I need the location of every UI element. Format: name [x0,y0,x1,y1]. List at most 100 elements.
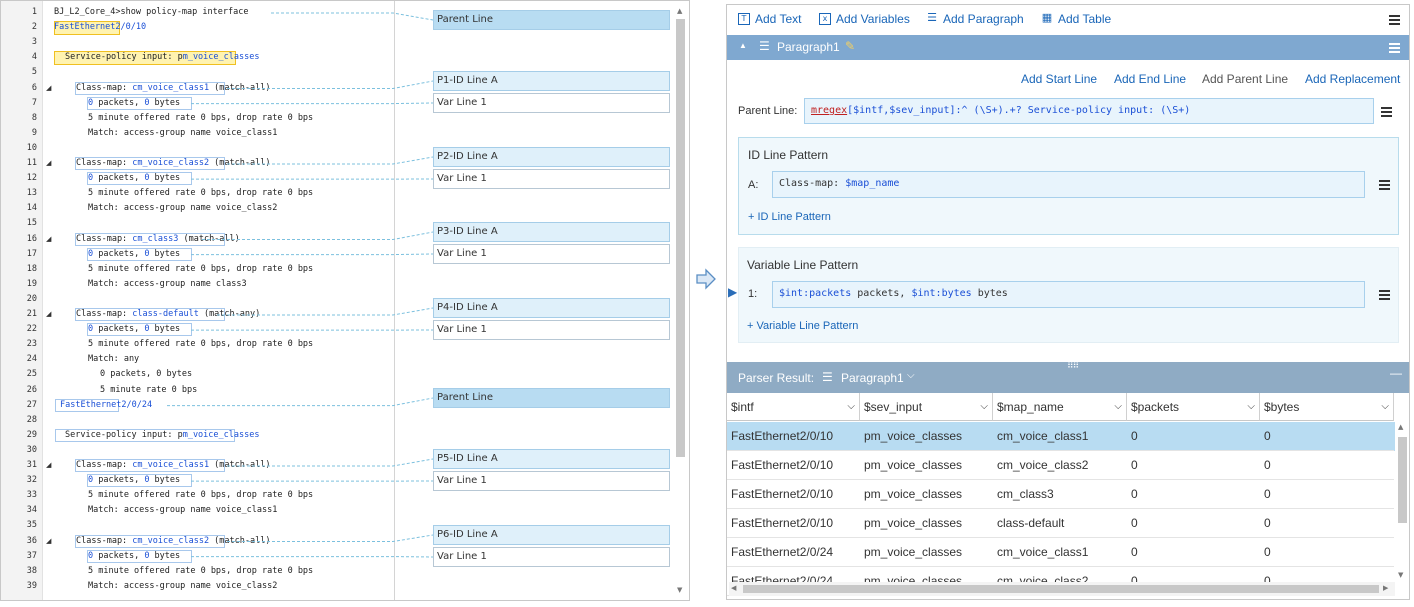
id-line-annotation[interactable]: P6-ID Line A [433,525,670,545]
parser-result-paragraph-select[interactable]: Paragraph1 [841,371,904,385]
code-line[interactable]: Class-map: cm_voice_class2 (match-all) [76,158,271,168]
variable-line-menu-icon[interactable] [1379,290,1390,300]
code-line[interactable]: FastEthernet2/0/24 [60,399,153,410]
code-line[interactable]: Class-map: cm_voice_class2 (match-all) [76,535,271,546]
scroll-right-icon[interactable]: ▶ [1383,584,1389,592]
code-line[interactable]: Match: access-group name voice_class1 [88,505,278,516]
column-header[interactable]: $intf⌵ [727,393,860,421]
var-line-annotation[interactable]: Var Line 1 [433,93,670,113]
chevron-down-icon[interactable]: ⌵ [907,370,915,381]
scroll-down-icon[interactable]: ▼ [677,586,683,594]
code-line[interactable]: Match: access-group name voice_class2 [88,580,278,591]
code-line[interactable]: 0 packets, 0 bytes [88,550,181,561]
code-line[interactable]: BJ_L2_Core_4>show policy-map interface [54,7,249,17]
var-line-annotation[interactable]: Var Line 1 [433,169,670,189]
id-line-input[interactable]: Class-map: $map_name [772,171,1365,198]
add-table-button[interactable]: ▦Add Table [1041,11,1112,26]
id-line-annotation[interactable]: P1-ID Line A [433,71,670,91]
code-line[interactable]: Service-policy input: pm_voice_classes [65,429,260,440]
collapse-icon[interactable]: ▲ [739,41,747,50]
id-line-annotation[interactable]: P3-ID Line A [433,222,670,242]
fold-toggle-icon[interactable]: ◢ [46,461,52,469]
parent-line-menu-icon[interactable] [1381,107,1392,117]
column-header[interactable]: $sev_input⌵ [860,393,993,421]
code-line[interactable]: 0 packets, 0 bytes [88,324,181,335]
code-line[interactable]: 5 minute offered rate 0 bps, drop rate 0… [88,339,314,350]
code-line[interactable]: 5 minute rate 0 bps [100,384,198,395]
table-scrollbar-thumb[interactable] [1398,437,1407,523]
add-replacement-link[interactable]: Add Replacement [1305,72,1401,86]
column-filter-icon[interactable]: ⌵ [1381,401,1389,412]
column-header[interactable]: $packets⌵ [1127,393,1260,421]
code-line[interactable]: Class-map: class-default (match-any) [76,309,261,319]
code-line[interactable]: 0 packets, 0 bytes [88,173,181,184]
scroll-up-icon[interactable]: ▲ [1398,423,1404,431]
id-line-annotation[interactable]: P2-ID Line A [433,147,670,167]
column-filter-icon[interactable]: ⌵ [980,401,988,412]
resize-handle-icon[interactable]: ⠿⠿ [1067,360,1079,370]
parent-line-annotation[interactable]: Parent Line [433,388,670,408]
code-line[interactable]: Class-map: cm_voice_class1 (match-all) [76,460,271,470]
variable-line-input[interactable]: $int:packets packets, $int:bytes bytes [772,281,1365,308]
fold-toggle-icon[interactable]: ◢ [46,234,52,243]
code-line[interactable]: 0 packets, 0 bytes [88,97,181,108]
code-line[interactable]: 5 minute offered rate 0 bps, drop rate 0… [88,112,314,123]
code-line[interactable]: Class-map: cm_class3 (match-all) [76,233,240,244]
table-hscrollbar-thumb[interactable] [743,585,1379,593]
minimize-icon[interactable]: — [1390,366,1402,380]
add-start-line-link[interactable]: Add Start Line [1021,72,1098,86]
fold-toggle-icon[interactable]: ◢ [46,83,52,92]
code-line[interactable]: Match: access-group name voice_class2 [88,203,278,214]
add-end-line-link[interactable]: Add End Line [1114,72,1187,86]
scroll-up-icon[interactable]: ▲ [677,7,683,15]
var-line-annotation[interactable]: Var Line 1 [433,547,670,567]
table-hscrollbar[interactable]: ◀ ▶ [729,582,1395,596]
edit-icon[interactable]: ✎ [845,39,856,53]
code-line[interactable]: FastEthernet2/0/10 [54,22,147,33]
parent-line-annotation[interactable]: Parent Line [433,10,670,30]
code-line[interactable]: Service-policy input: pm_voice_classes [65,52,260,63]
code-line[interactable]: 5 minute offered rate 0 bps, drop rate 0… [88,263,314,274]
column-filter-icon[interactable]: ⌵ [847,401,855,412]
add-id-line-pattern-link[interactable]: + ID Line Pattern [748,211,831,223]
code-line[interactable]: 0 packets, 0 bytes [88,475,181,486]
scroll-left-icon[interactable]: ◀ [731,584,737,592]
fold-toggle-icon[interactable]: ◢ [46,159,52,167]
code-line[interactable]: 0 packets, 0 bytes [88,248,181,259]
code-line[interactable]: Match: access-group name class3 [88,278,247,289]
column-filter-icon[interactable]: ⌵ [1247,401,1255,412]
paragraph-header[interactable]: ▲ ☰ Paragraph1 ✎ [727,35,1409,60]
table-scrollbar[interactable]: ▲ ▼ [1396,423,1408,583]
var-line-annotation[interactable]: Var Line 1 [433,320,670,340]
var-line-annotation[interactable]: Var Line 1 [433,471,670,491]
code-line[interactable]: 5 minute offered rate 0 bps, drop rate 0… [88,490,314,501]
code-line[interactable]: 5 minute offered rate 0 bps, drop rate 0… [88,188,314,199]
editor-scrollbar-thumb[interactable] [676,19,685,457]
id-line-annotation[interactable]: P5-ID Line A [433,449,670,469]
line-number: 18 [26,263,37,274]
parent-line-input[interactable]: mregex[$intf,$sev_input]:^ (\S+).+? Serv… [804,98,1374,124]
id-line-annotation[interactable]: P4-ID Line A [433,298,670,318]
table-row[interactable] [727,422,1395,451]
id-line-menu-icon[interactable] [1379,180,1390,190]
code-line[interactable]: 5 minute offered rate 0 bps, drop rate 0… [88,565,314,576]
add-variable-line-pattern-link[interactable]: + Variable Line Pattern [747,320,859,332]
code-line[interactable]: Match: access-group name voice_class1 [88,127,278,138]
fold-toggle-icon[interactable]: ◢ [46,310,52,318]
fold-toggle-icon[interactable]: ◢ [46,536,52,545]
column-header[interactable]: $map_name⌵ [993,393,1127,421]
code-line[interactable]: Match: any [88,354,140,365]
code-line[interactable]: 0 packets, 0 bytes [100,369,193,380]
var-line-annotation[interactable]: Var Line 1 [433,244,670,264]
code-line[interactable]: Class-map: cm_voice_class1 (match-all) [76,82,271,93]
column-filter-icon[interactable]: ⌵ [1114,401,1122,412]
column-header[interactable]: $bytes⌵ [1260,393,1394,421]
paragraph-menu-icon[interactable] [1389,43,1400,53]
add-parent-line-link[interactable]: Add Parent Line [1202,72,1289,86]
scroll-down-icon[interactable]: ▼ [1398,571,1404,579]
add-paragraph-button[interactable]: ☰Add Paragraph [927,11,1024,26]
toolbar-menu-icon[interactable] [1389,15,1400,25]
